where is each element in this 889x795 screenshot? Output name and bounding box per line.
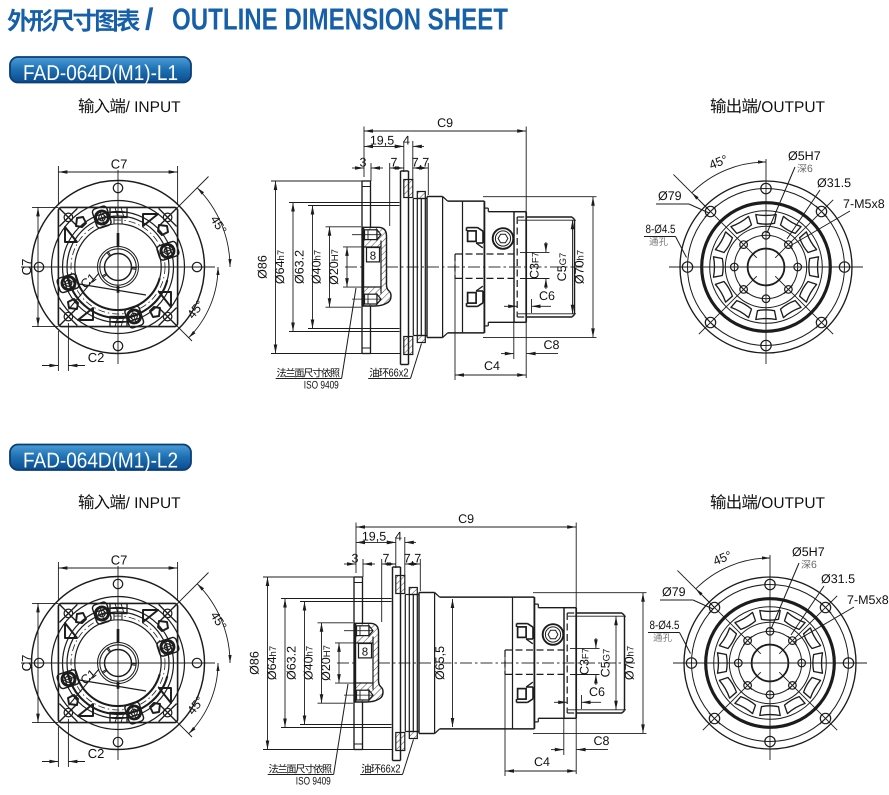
svg-text:C2: C2 <box>88 350 105 365</box>
svg-text:19,5: 19,5 <box>370 134 394 148</box>
svg-text:/OUTPUT: /OUTPUT <box>757 495 826 512</box>
svg-text:ISO 9409: ISO 9409 <box>304 380 339 392</box>
svg-text:45°: 45° <box>711 548 734 568</box>
svg-text:7,7: 7,7 <box>412 155 429 169</box>
svg-text:C7: C7 <box>111 157 128 172</box>
svg-text:/: / <box>145 3 154 37</box>
svg-text:7-M5x8: 7-M5x8 <box>847 593 889 607</box>
svg-text:Ø40h7: Ø40h7 <box>302 646 316 680</box>
svg-text:/ INPUT: / INPUT <box>126 495 182 512</box>
svg-text:Ø20H7: Ø20H7 <box>319 645 333 681</box>
svg-text:C3F7: C3F7 <box>528 252 542 279</box>
svg-text:Ø20H7: Ø20H7 <box>327 249 341 285</box>
svg-text:/OUTPUT: /OUTPUT <box>757 99 826 116</box>
svg-text:C9: C9 <box>458 512 474 526</box>
svg-text:C7: C7 <box>19 259 34 276</box>
svg-text:C7: C7 <box>111 553 128 568</box>
svg-text:7: 7 <box>383 551 390 565</box>
svg-text:19,5: 19,5 <box>362 530 386 544</box>
svg-text:FAD-064D(M1)-L2: FAD-064D(M1)-L2 <box>23 449 178 473</box>
svg-text:C5G7: C5G7 <box>599 649 613 678</box>
svg-text:8: 8 <box>370 251 376 263</box>
svg-text:C6: C6 <box>539 289 555 303</box>
svg-text:45°: 45° <box>707 152 730 172</box>
svg-text:FAD-064D(M1)-L1: FAD-064D(M1)-L1 <box>23 61 178 85</box>
svg-text:C4: C4 <box>534 755 550 769</box>
svg-text:Ø79: Ø79 <box>658 189 682 203</box>
svg-text:C8: C8 <box>594 734 610 748</box>
svg-text:66x2: 66x2 <box>381 764 401 776</box>
svg-text:C5G7: C5G7 <box>555 253 569 282</box>
svg-text:7-M5x8: 7-M5x8 <box>843 197 885 211</box>
svg-text:C2: C2 <box>88 746 105 761</box>
svg-text:C8: C8 <box>544 338 560 352</box>
svg-text:Ø70h7: Ø70h7 <box>573 250 587 284</box>
svg-text:3: 3 <box>352 551 359 565</box>
svg-text:7,7: 7,7 <box>404 551 421 565</box>
svg-text:6: 6 <box>811 559 817 571</box>
svg-text:45°: 45° <box>207 609 229 632</box>
svg-text:8-Ø4.5: 8-Ø4.5 <box>646 222 676 236</box>
svg-text:C7: C7 <box>19 655 34 672</box>
svg-text:OUTLINE DIMENSION SHEET: OUTLINE DIMENSION SHEET <box>172 3 508 37</box>
svg-text:6: 6 <box>807 163 813 175</box>
svg-text:Ø40h7: Ø40h7 <box>310 250 324 284</box>
svg-text:Ø65,5: Ø65,5 <box>433 646 447 680</box>
svg-text:Ø63.2: Ø63.2 <box>293 250 307 284</box>
svg-text:C3F7: C3F7 <box>578 648 592 675</box>
svg-text:4: 4 <box>395 530 402 544</box>
svg-text:Ø70h7: Ø70h7 <box>623 646 637 680</box>
svg-text:66x2: 66x2 <box>389 368 409 380</box>
svg-text:Ø31.5: Ø31.5 <box>817 176 851 190</box>
svg-text:Ø64h7: Ø64h7 <box>265 646 279 680</box>
svg-text:C6: C6 <box>589 685 605 699</box>
svg-text:ISO 9409: ISO 9409 <box>296 776 331 788</box>
svg-text:C4: C4 <box>484 359 500 373</box>
svg-text:Ø64h7: Ø64h7 <box>273 250 287 284</box>
svg-text:Ø86: Ø86 <box>248 651 262 675</box>
svg-text:Ø31.5: Ø31.5 <box>821 572 855 586</box>
svg-text:/ INPUT: / INPUT <box>126 99 182 116</box>
svg-text:7: 7 <box>391 155 398 169</box>
svg-text:Ø79: Ø79 <box>662 585 686 599</box>
svg-text:8: 8 <box>362 647 368 659</box>
svg-text:3: 3 <box>360 155 367 169</box>
svg-text:Ø5H7: Ø5H7 <box>788 149 821 163</box>
svg-text:8-Ø4.5: 8-Ø4.5 <box>650 618 680 632</box>
svg-text:Ø86: Ø86 <box>256 255 270 279</box>
svg-text:C9: C9 <box>437 116 453 130</box>
svg-text:Ø63.2: Ø63.2 <box>285 646 299 680</box>
svg-text:Ø5H7: Ø5H7 <box>792 545 825 559</box>
svg-text:4: 4 <box>403 134 410 148</box>
svg-text:45°: 45° <box>207 213 229 236</box>
